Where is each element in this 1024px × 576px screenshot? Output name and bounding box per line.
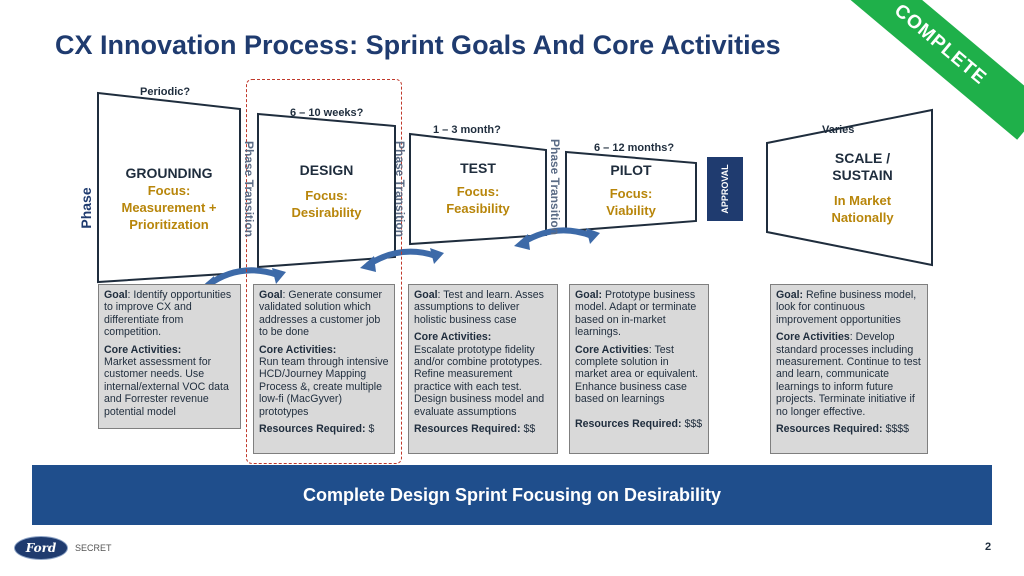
goal-text: Prototype business model. Adapt or termi… (575, 289, 697, 339)
phase-transition-label-3: Phase Transition (548, 138, 562, 236)
goal-label: Goal: (776, 289, 804, 301)
goal-label: Goal (104, 289, 128, 301)
phase-focus: Focus: (147, 183, 191, 198)
phase-focus: Desirability (291, 205, 362, 220)
phase-name: SCALE / (834, 150, 891, 166)
duration-scale: Varies (822, 124, 855, 136)
resources-value: $$$ (681, 417, 703, 430)
phase-test: TEST Focus: Feasibility (412, 160, 544, 217)
phase-focus: Focus: (305, 188, 348, 203)
phase-shape-scale (766, 108, 933, 267)
phase-focus: Focus: (456, 184, 500, 199)
core-label: Core Activities: (414, 331, 492, 344)
detail-box-design: Goal: Generate consumer validated soluti… (253, 284, 395, 454)
phase-focus: Prioritization (129, 217, 209, 232)
goal-text: : Test and learn. Asses assumptions to d… (414, 289, 544, 326)
duration-grounding: Periodic? (140, 86, 191, 98)
core-label: Core Activities: (104, 343, 182, 356)
phase-shape-pilot (565, 150, 697, 233)
goal-text: : Generate consumer validated solution w… (259, 289, 383, 339)
phase-transition-label-1: Phase Transition (242, 140, 256, 238)
phase-pilot: PILOT Focus: Viability (568, 162, 694, 219)
detail-box-pilot: Goal: Prototype business model. Adapt or… (569, 284, 709, 454)
phase-focus: Measurement + (121, 200, 217, 215)
phase-shape-design (257, 112, 396, 269)
resources-label: Resources Required: (575, 417, 682, 430)
phase-focus: Nationally (831, 210, 894, 225)
classification-label: SECRET (75, 543, 112, 553)
resources-value: $ (365, 423, 375, 436)
goal-label: Goal: (575, 289, 603, 301)
goal-text: : Identify opportunities to improve CX a… (104, 289, 232, 339)
phase-name: DESIGN (299, 162, 354, 178)
summary-banner: Complete Design Sprint Focusing on Desir… (32, 465, 992, 525)
core-text: : Test complete solution in market area … (575, 343, 699, 406)
phase-focus: Feasibility (446, 201, 510, 216)
resources-label: Resources Required: (776, 423, 883, 436)
phase-name: PILOT (610, 162, 652, 178)
phase-name: GROUNDING (125, 165, 213, 181)
phase-scale: SCALE / SUSTAIN In Market Nationally (795, 150, 930, 226)
resources-value: $$$$ (882, 423, 910, 436)
transition-arrow-3-head-b (586, 228, 600, 244)
resources-label: Resources Required: (414, 423, 521, 436)
transition-arrow-2-head-a (360, 256, 376, 272)
approval-gate: APPROVAL (707, 157, 743, 221)
phase-focus: Viability (606, 203, 656, 218)
phase-grounding: GROUNDING Focus: Measurement + Prioritiz… (100, 165, 238, 233)
core-text: Escalate prototype fidelity and/or combi… (414, 343, 545, 418)
ford-logo: Ford (14, 536, 68, 560)
phase-transition-label-2: Phase Transition (393, 140, 407, 238)
duration-pilot: 6 – 12 months? (594, 142, 675, 154)
duration-test: 1 – 3 month? (433, 124, 501, 136)
transition-arrow-2-head-b (430, 248, 444, 264)
resources-value: $$ (520, 423, 536, 436)
page-title: CX Innovation Process: Sprint Goals And … (55, 30, 781, 60)
approval-label: APPROVAL (720, 164, 730, 214)
detail-box-test: Goal: Test and learn. Asses assumptions … (408, 284, 558, 454)
design-highlight-box (246, 79, 402, 464)
phase-name: SUSTAIN (832, 167, 893, 183)
goal-label: Goal (414, 289, 438, 301)
transition-arrow-1-head-b (272, 268, 286, 284)
core-text: Run team through intensive HCD/Journey M… (259, 356, 389, 418)
duration-design: 6 – 10 weeks? (290, 107, 364, 119)
core-label: Core Activities (776, 331, 850, 344)
detail-box-grounding: Goal: Identify opportunities to improve … (98, 284, 241, 429)
detail-box-scale: Goal: Refine business model, look for co… (770, 284, 928, 454)
phase-focus: In Market (833, 193, 892, 208)
resources-label: Resources Required: (259, 423, 366, 436)
core-label: Core Activities: (259, 343, 337, 356)
phase-focus: Focus: (609, 186, 653, 201)
core-text: : Develop standard processes including m… (776, 331, 921, 418)
goal-label: Goal (259, 289, 283, 301)
core-text: Market assessment for customer needs. Us… (104, 356, 229, 418)
phase-design: DESIGN Focus: Desirability (260, 162, 393, 221)
page-number: 2 (985, 541, 992, 553)
goal-text: Refine business model, look for continuo… (776, 289, 917, 326)
phase-axis-label: Phase (78, 187, 94, 229)
transition-arrow-3-head-a (514, 234, 530, 250)
core-label: Core Activities (575, 343, 649, 356)
phase-name: TEST (460, 160, 496, 176)
